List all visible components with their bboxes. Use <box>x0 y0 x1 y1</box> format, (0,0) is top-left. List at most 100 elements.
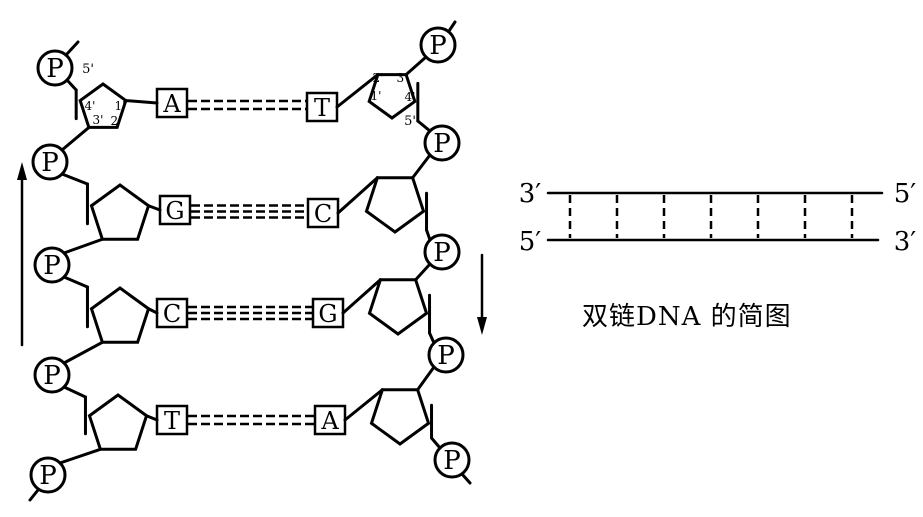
phosphate-label: P <box>433 129 451 159</box>
phosphodiester-bond <box>404 55 428 77</box>
phosphate-group: P <box>36 49 74 87</box>
base-label-G: G <box>165 197 184 225</box>
carbon-label-5: 5' <box>404 114 416 129</box>
phosphodiester-bond <box>416 119 432 133</box>
phosphate-label: P <box>437 341 455 371</box>
base-label-G: G <box>318 300 337 328</box>
phosphate-label: P <box>39 461 57 491</box>
glycosidic-bond <box>341 278 382 315</box>
glycosidic-bond <box>147 307 159 315</box>
base-box <box>311 297 345 329</box>
phosphodiester-bond <box>60 172 89 186</box>
phosphate-group: P <box>31 143 69 181</box>
base-label-A: A <box>162 90 181 118</box>
phosphate-circle <box>423 233 461 271</box>
phosphate-group: P <box>423 124 461 162</box>
phosphate-group: P <box>33 356 71 394</box>
bond-stub <box>447 20 457 33</box>
arrowhead-down <box>477 317 487 335</box>
base-box <box>155 297 189 329</box>
base-box <box>306 197 340 229</box>
carbon-label-1: 1' <box>115 99 126 113</box>
base-label-A: A <box>320 407 339 435</box>
phosphate-circle <box>31 143 69 181</box>
phosphodiester-bond <box>58 447 102 465</box>
phosphate-label: P <box>443 446 461 476</box>
phosphodiester-bond <box>62 237 104 255</box>
deoxyribose-sugar <box>89 183 151 241</box>
base-box <box>313 404 347 436</box>
base-box <box>155 404 189 436</box>
carbon-label-3: 3' <box>93 113 104 127</box>
base-label-T: T <box>314 94 330 122</box>
carbon-label-3: 3' <box>397 71 408 85</box>
phosphodiester-bond <box>60 125 91 152</box>
glycosidic-bond <box>147 204 162 212</box>
deoxyribose-sugar <box>87 393 149 451</box>
phosphodiester-bond <box>414 262 432 282</box>
phosphate-circle <box>433 441 471 479</box>
phosphate-label: P <box>41 148 59 178</box>
glycosidic-bond <box>145 414 159 422</box>
arrowhead-up <box>17 162 27 180</box>
phosphate-group: P <box>33 246 71 284</box>
carbon-label-4: 4' <box>405 90 416 104</box>
phosphodiester-bond <box>62 275 89 289</box>
carbon-label-2: 2' <box>111 114 122 128</box>
bond-stub <box>64 40 80 57</box>
strand-end-label-top-right: 5′ <box>894 179 917 209</box>
phosphate-label: P <box>43 361 61 391</box>
phosphate-group: P <box>419 26 457 64</box>
strand-end-label-bottom-right: 3′ <box>894 227 917 257</box>
phosphodiester-bond <box>411 153 432 180</box>
phosphate-circle <box>423 124 461 162</box>
phosphodiester-bond <box>62 340 104 365</box>
phosphate-label: P <box>46 54 64 84</box>
strand-end-label-bottom-left: 5′ <box>519 227 542 257</box>
carbon-label-5: 5' <box>82 62 94 77</box>
phosphate-group: P <box>29 456 67 494</box>
base-box <box>305 91 339 123</box>
phosphate-group: P <box>427 336 465 374</box>
deoxyribose-sugar <box>78 82 128 129</box>
glycosidic-bond <box>336 176 379 215</box>
figure-caption: 双链DNA 的简图 <box>582 302 792 332</box>
base-label-C: C <box>163 300 181 328</box>
phosphate-circle <box>33 356 71 394</box>
glycosidic-bond <box>343 388 384 422</box>
phosphodiester-bond <box>428 331 436 345</box>
phosphate-circle <box>419 26 457 64</box>
deoxyribose-sugar <box>367 73 417 120</box>
deoxyribose-sugar <box>369 388 431 446</box>
phosphate-label: P <box>43 251 61 281</box>
glycosidic-bond <box>124 99 159 105</box>
phosphate-group: P <box>423 233 461 271</box>
base-box <box>155 87 189 119</box>
bond-stub <box>460 472 472 485</box>
phosphate-circle <box>29 456 67 494</box>
bond-stub <box>28 488 40 502</box>
base-label-C: C <box>314 200 332 228</box>
base-box <box>158 194 192 226</box>
base-label-T: T <box>164 407 180 435</box>
phosphate-circle <box>36 49 74 87</box>
phosphate-group: P <box>433 441 471 479</box>
carbon-label-1: 1' <box>371 89 382 103</box>
phosphate-label: P <box>433 238 451 268</box>
deoxyribose-sugar <box>89 286 151 344</box>
carbon-label-4: 4' <box>85 99 96 113</box>
phosphodiester-bond <box>62 385 87 399</box>
glycosidic-bond <box>335 73 380 109</box>
phosphodiester-bond <box>425 228 432 242</box>
phosphodiester-bond <box>65 78 78 92</box>
phosphate-circle <box>33 246 71 284</box>
phosphate-circle <box>427 336 465 374</box>
phosphodiester-bond <box>416 365 436 392</box>
strand-end-label-top-left: 3′ <box>519 179 542 209</box>
deoxyribose-sugar <box>367 278 429 336</box>
deoxyribose-sugar <box>364 176 426 234</box>
carbon-label-2: 2' <box>373 71 384 85</box>
phosphodiester-bond <box>430 436 442 450</box>
